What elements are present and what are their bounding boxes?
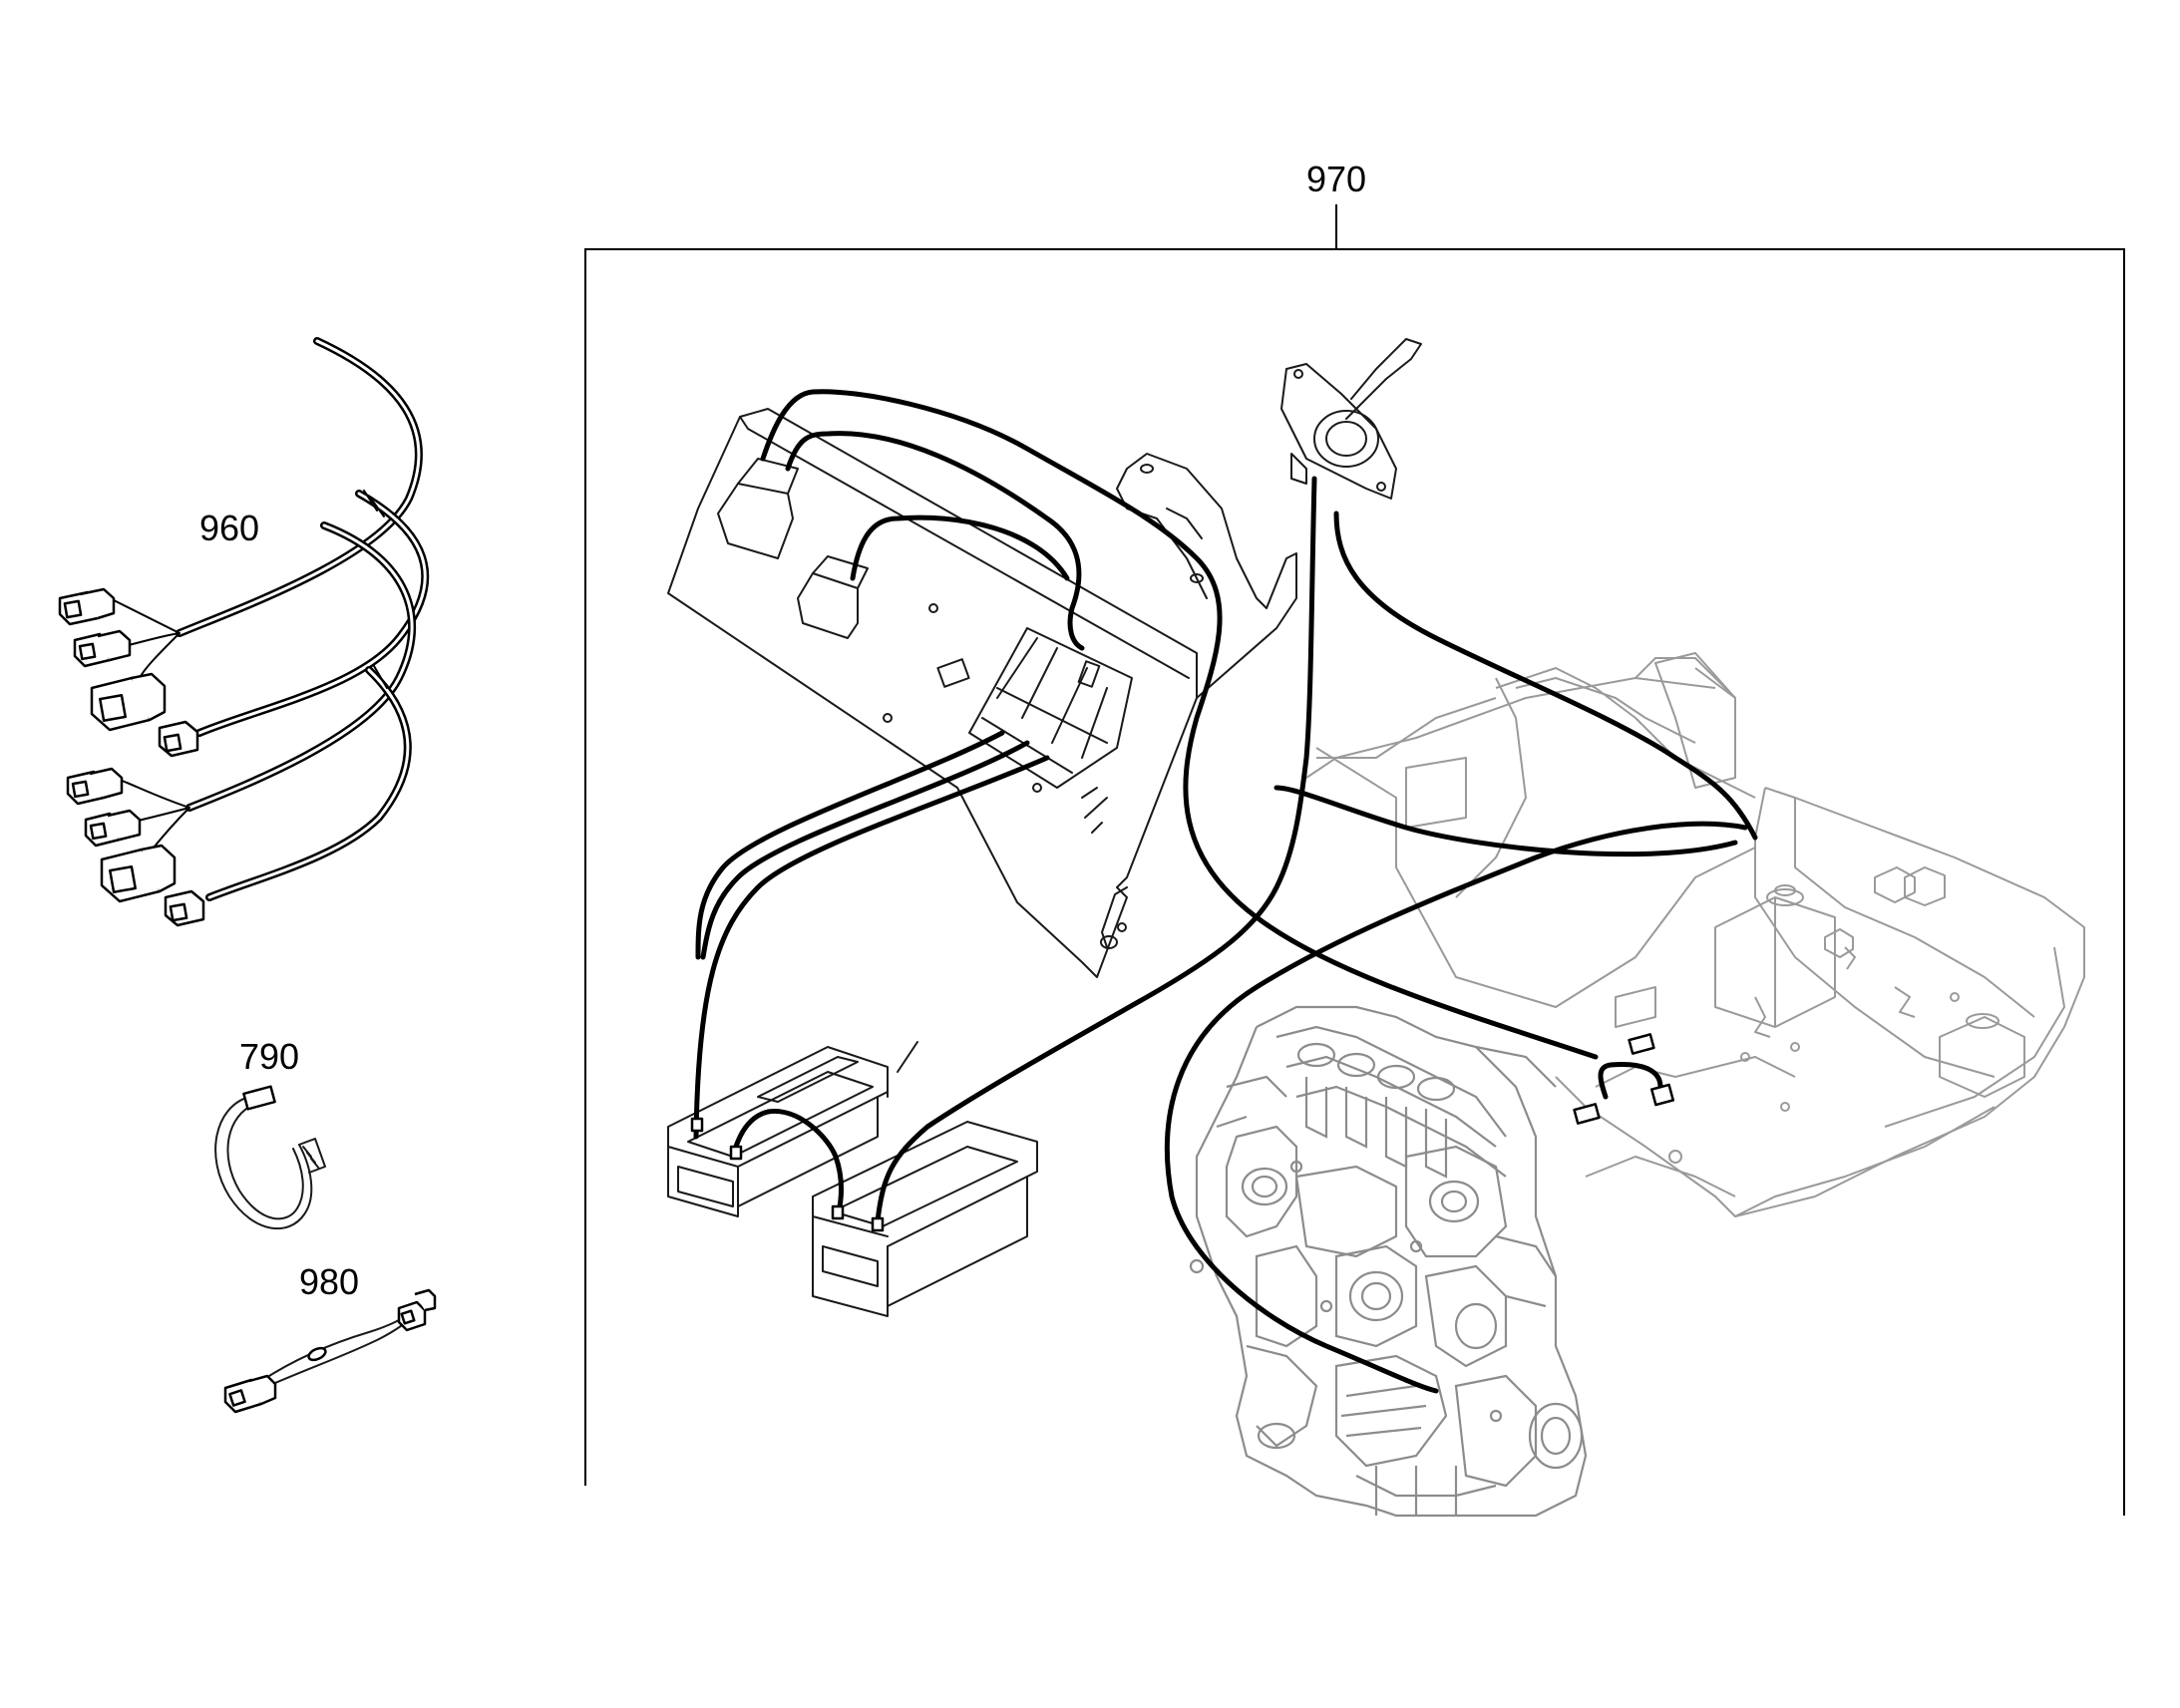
part-790-cable-tie: 790	[214, 1036, 326, 1229]
callout-970: 970	[584, 159, 2125, 1516]
callout-790-label: 790	[239, 1036, 299, 1077]
battery-left	[667, 1041, 918, 1217]
cable-tie-head	[242, 1085, 276, 1111]
cable-terminals	[690, 1033, 1675, 1232]
callout-960-label: 960	[199, 508, 259, 548]
mounting-plate	[667, 408, 1297, 978]
main-harness-cables	[693, 389, 1758, 1394]
harness-assembly-970	[667, 338, 2085, 1518]
adapter-cable-upper	[58, 337, 430, 758]
battery-right	[812, 1121, 1038, 1317]
callout-970-bracket	[584, 204, 2125, 1516]
engine-block	[1189, 1005, 1588, 1518]
ignition-switch	[1280, 338, 1422, 500]
adapter-cable-lower	[66, 521, 417, 927]
callout-980-label: 980	[299, 1261, 359, 1302]
part-980-jumper-cable: 980	[223, 1261, 437, 1414]
chassis-frame	[1305, 652, 2085, 1217]
part-960-adapter-cables: 960	[58, 337, 430, 927]
callout-970-label: 970	[1306, 159, 1366, 199]
